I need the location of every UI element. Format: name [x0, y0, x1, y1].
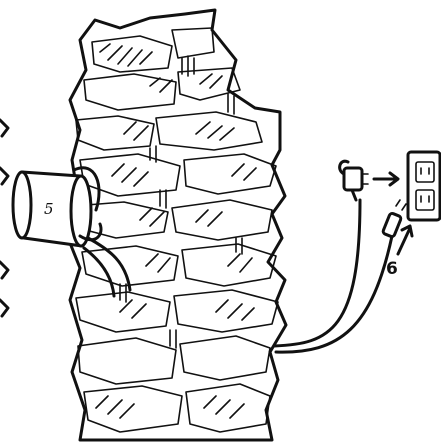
edge-mark-top [0, 120, 8, 136]
plug-step-label: 6 [386, 259, 398, 279]
wall-outlet-icon [408, 152, 440, 220]
edge-mark-mid [0, 168, 8, 184]
adapter-plug-icon [382, 200, 406, 237]
power-cord-icon [274, 200, 392, 352]
arrow-up-icon [398, 226, 412, 254]
power-plug-icon [340, 161, 368, 200]
arrow-right-icon [374, 173, 398, 185]
water-bucket-icon [13, 168, 130, 296]
edge-mark-bottom [0, 262, 8, 316]
pour-step-label: 5 [44, 200, 54, 218]
